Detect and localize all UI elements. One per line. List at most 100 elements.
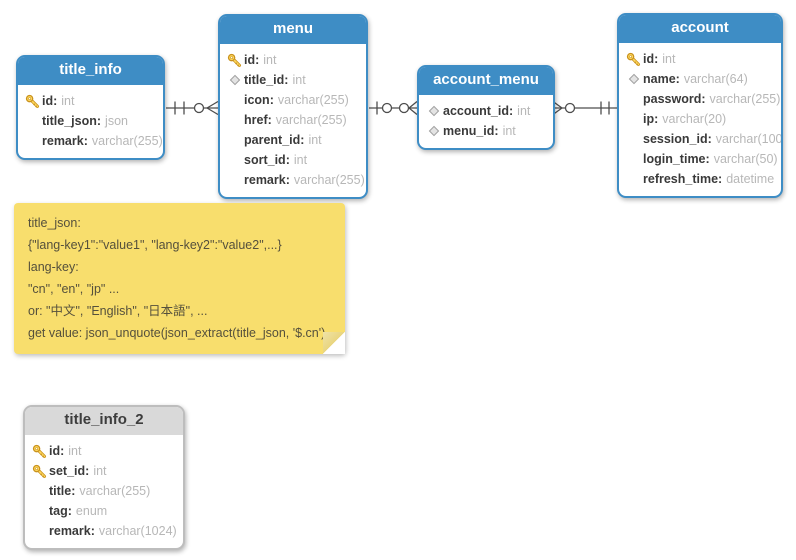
table-title[interactable]: title_info — [18, 57, 163, 85]
field-name: login_time — [643, 152, 710, 166]
table-row[interactable]: id int — [30, 441, 177, 461]
note-line: or: "中文", "English", "日本語", ... — [28, 304, 208, 318]
field-name: tag — [49, 504, 72, 518]
table-row[interactable]: id int — [23, 91, 157, 111]
table-row[interactable]: menu_id int — [424, 121, 547, 141]
table-menu[interactable]: menu id int title_id int icon varchar(25… — [218, 14, 368, 199]
note-line: {"lang-key1":"value1", "lang-key2":"valu… — [28, 238, 282, 252]
table-row[interactable]: password varchar(255) — [624, 89, 780, 109]
table-account_menu[interactable]: account_menu account_id int menu_id int — [417, 65, 555, 150]
field-type: varchar(1024) — [98, 524, 177, 538]
field-type: varchar(255) — [293, 173, 365, 187]
note-line: "cn", "en", "jp" ... — [28, 282, 120, 296]
field-name: sort_id — [244, 153, 290, 167]
field-type: varchar(255) — [91, 134, 163, 148]
field-name: menu_id — [443, 124, 499, 138]
field-name: title_json — [42, 114, 101, 128]
note-line: title_json: — [28, 216, 81, 230]
table-row[interactable]: refresh_time datetime — [624, 169, 775, 189]
field-name: password — [643, 92, 706, 106]
field-name: title — [49, 484, 75, 498]
field-name: id — [49, 444, 64, 458]
table-row[interactable]: title_id int — [225, 70, 360, 90]
table-fields: id int set_id int title varchar(255) tag… — [25, 435, 183, 548]
table-title_info[interactable]: title_info id int title_json json remark… — [16, 55, 165, 160]
field-type: int — [517, 104, 531, 118]
field-name: title_id — [244, 73, 288, 87]
table-title[interactable]: menu — [220, 16, 366, 44]
table-account[interactable]: account id int name varchar(64) password… — [617, 13, 783, 198]
field-name: href — [244, 113, 272, 127]
table-row[interactable]: remark varchar(255) — [225, 170, 365, 190]
field-type: varchar(50) — [713, 152, 778, 166]
field-type: int — [292, 73, 306, 87]
table-row[interactable]: sort_id int — [225, 150, 360, 170]
field-type: datetime — [726, 172, 775, 186]
table-row[interactable]: title varchar(255) — [30, 481, 177, 501]
field-name: icon — [244, 93, 274, 107]
note-line: lang-key: — [28, 260, 79, 274]
table-row[interactable]: icon varchar(255) — [225, 90, 360, 110]
field-name: remark — [49, 524, 95, 538]
field-name: id — [244, 53, 259, 67]
key-icon — [23, 94, 42, 109]
field-type: int — [68, 444, 82, 458]
table-row[interactable]: session_id varchar(100) — [624, 129, 781, 149]
table-row[interactable]: remark varchar(1024) — [30, 521, 177, 541]
table-row[interactable]: name varchar(64) — [624, 69, 775, 89]
field-type: varchar(255) — [277, 93, 349, 107]
field-name: refresh_time — [643, 172, 722, 186]
key-icon — [624, 52, 643, 67]
table-row[interactable]: login_time varchar(50) — [624, 149, 778, 169]
field-type: varchar(20) — [662, 112, 727, 126]
table-row[interactable]: title_json json — [23, 111, 157, 131]
field-type: int — [263, 53, 277, 67]
field-type: varchar(255) — [709, 92, 781, 106]
note-line: get value: json_unquote(json_extract(tit… — [28, 326, 326, 340]
note-folded-corner — [323, 332, 345, 354]
field-type: int — [293, 153, 308, 167]
key-icon — [30, 444, 49, 459]
table-row[interactable]: ip varchar(20) — [624, 109, 775, 129]
field-type: enum — [75, 504, 108, 518]
sticky-note[interactable]: title_json: {"lang-key1":"value1", "lang… — [14, 203, 345, 354]
field-name: ip — [643, 112, 658, 126]
diamond-icon — [225, 74, 244, 86]
diamond-icon — [424, 125, 443, 137]
field-type: json — [105, 114, 128, 128]
key-icon — [30, 464, 49, 479]
table-fields: account_id int menu_id int — [419, 95, 553, 148]
field-type: int — [502, 124, 516, 138]
diamond-icon — [624, 73, 643, 85]
relationship-account_menu-account[interactable] — [552, 100, 617, 116]
field-name: parent_id — [244, 133, 304, 147]
table-row[interactable]: tag enum — [30, 501, 177, 521]
table-row[interactable]: parent_id int — [225, 130, 360, 150]
diamond-icon — [424, 105, 443, 117]
relationship-menu-account_menu[interactable] — [369, 100, 418, 116]
field-name: set_id — [49, 464, 89, 478]
field-name: account_id — [443, 104, 513, 118]
table-row[interactable]: account_id int — [424, 101, 547, 121]
field-type: int — [308, 133, 322, 147]
table-title[interactable]: account_menu — [419, 67, 553, 95]
table-title[interactable]: account — [619, 15, 781, 43]
table-fields: id int name varchar(64) password varchar… — [619, 43, 781, 196]
field-name: id — [42, 94, 57, 108]
table-title_info_2[interactable]: title_info_2 id int set_id int title var… — [23, 405, 185, 550]
relationship-title_info-menu[interactable] — [166, 100, 219, 116]
table-row[interactable]: id int — [624, 49, 775, 69]
table-row[interactable]: href varchar(255) — [225, 110, 360, 130]
table-row[interactable]: remark varchar(255) — [23, 131, 163, 151]
field-type: varchar(255) — [79, 484, 151, 498]
table-fields: id int title_json json remark varchar(25… — [18, 85, 163, 158]
table-title[interactable]: title_info_2 — [25, 407, 183, 435]
field-name: name — [643, 72, 680, 86]
field-type: int — [61, 94, 75, 108]
table-row[interactable]: id int — [225, 50, 360, 70]
field-name: remark — [244, 173, 290, 187]
table-row[interactable]: set_id int — [30, 461, 177, 481]
field-type: int — [662, 52, 676, 66]
